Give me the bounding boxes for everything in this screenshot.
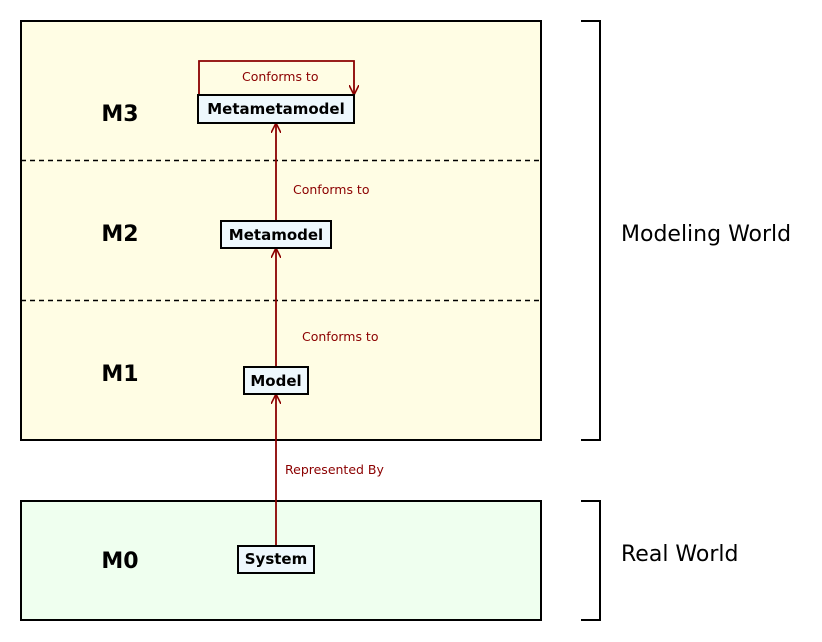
node-model-label: Model — [250, 372, 301, 390]
modeling-world-bracket — [581, 20, 601, 441]
modeling-world-label: Modeling World — [621, 222, 791, 247]
real-world-bracket — [581, 500, 601, 621]
node-metametamodel-label: Metametamodel — [207, 100, 344, 118]
node-model[interactable]: Model — [243, 366, 309, 395]
node-system[interactable]: System — [237, 545, 315, 574]
level-label-m2: M2 — [101, 222, 138, 247]
real-world-label: Real World — [621, 542, 738, 567]
edge-label-model-conforms: Conforms to — [302, 329, 378, 344]
self-conforms-arrow — [198, 60, 354, 95]
level-label-m3: M3 — [101, 102, 138, 127]
level-label-m0: M0 — [101, 549, 138, 574]
node-system-label: System — [245, 550, 307, 568]
node-metamodel[interactable]: Metamodel — [220, 220, 332, 249]
node-metametamodel[interactable]: Metametamodel — [197, 94, 355, 124]
edge-label-represented-by: Represented By — [285, 462, 385, 477]
level-label-m1: M1 — [101, 362, 138, 387]
node-metamodel-label: Metamodel — [229, 226, 323, 244]
edge-label-metamodel-conforms: Conforms to — [293, 182, 369, 197]
edge-label-self-conforms: Conforms to — [242, 69, 318, 84]
